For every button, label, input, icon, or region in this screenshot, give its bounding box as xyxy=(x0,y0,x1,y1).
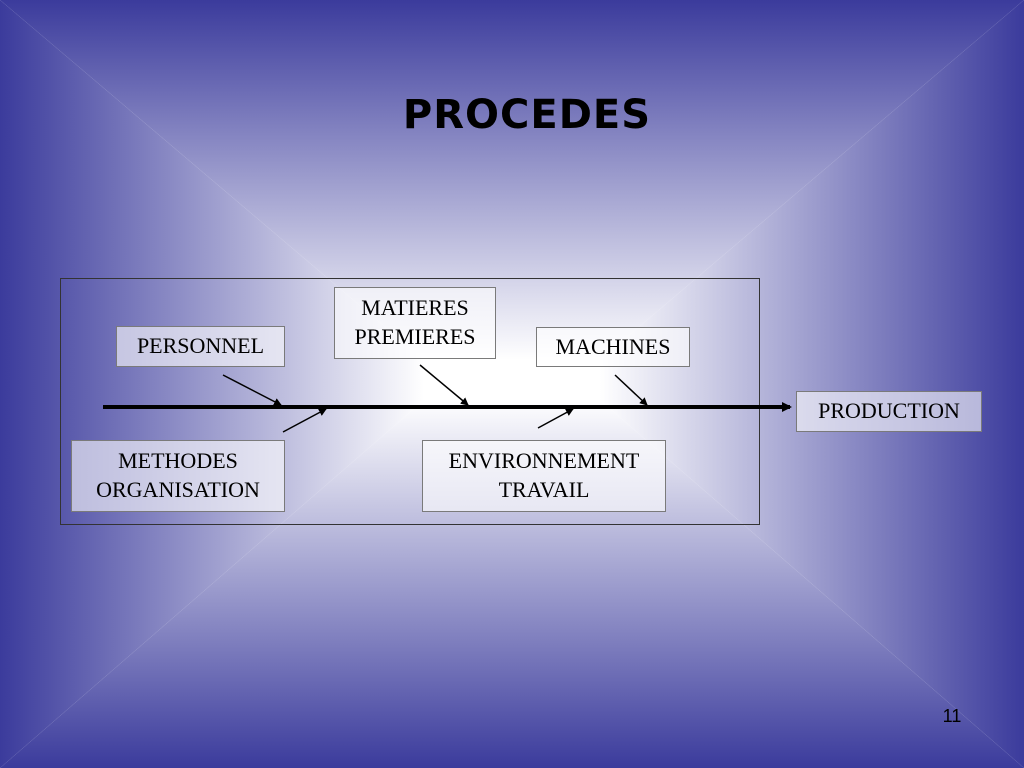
cause-box-environnement-travail: ENVIRONNEMENT TRAVAIL xyxy=(422,440,666,512)
slide-title: PROCEDES xyxy=(402,92,652,138)
cause-label-machines: MACHINES xyxy=(555,333,671,359)
cause-box-matieres-premieres: MATIERES PREMIERES xyxy=(334,287,496,359)
effect-label-production: PRODUCTION xyxy=(818,398,960,424)
cause-label-environnement-travail: ENVIRONNEMENT TRAVAIL xyxy=(448,448,640,502)
effect-box-production: PRODUCTION xyxy=(796,391,982,432)
cause-box-personnel: PERSONNEL xyxy=(116,326,285,367)
diagram-frame xyxy=(60,278,760,525)
cause-box-machines: MACHINES xyxy=(536,327,690,367)
cause-label-methodes-organisation: METHODES ORGANISATION xyxy=(96,448,260,502)
cause-label-matieres-premieres: MATIERES PREMIERES xyxy=(354,295,476,349)
page-number: 11 xyxy=(942,706,962,726)
cause-label-personnel: PERSONNEL xyxy=(136,333,265,359)
cause-box-methodes-organisation: METHODES ORGANISATION xyxy=(71,440,285,512)
